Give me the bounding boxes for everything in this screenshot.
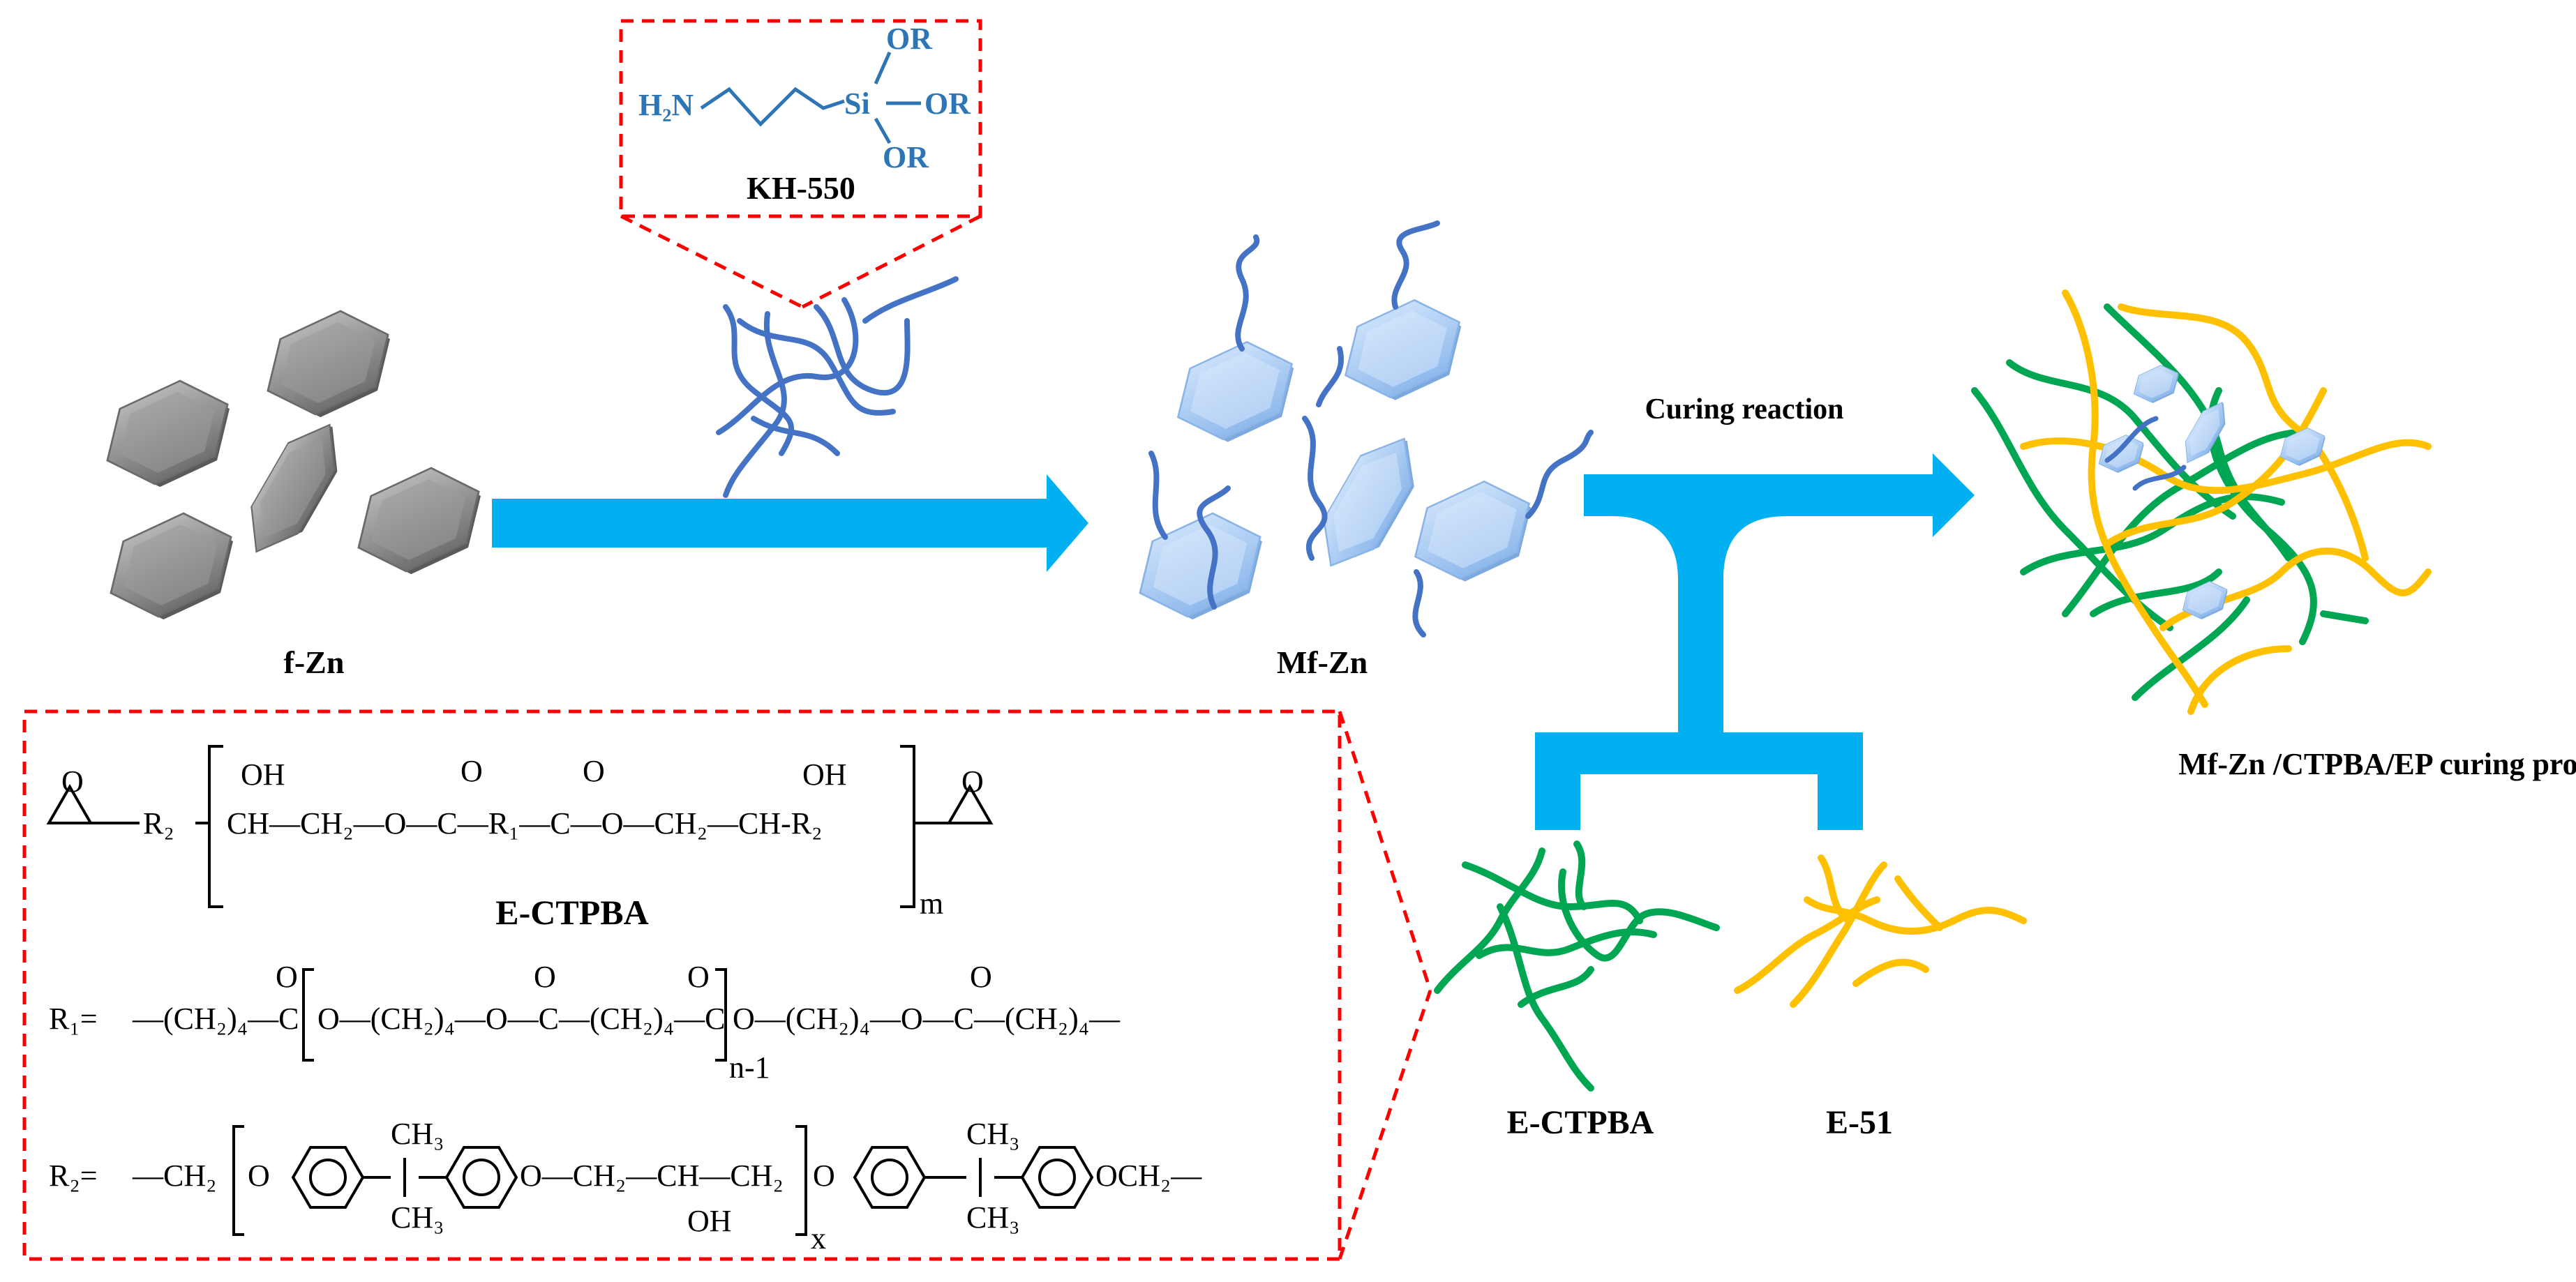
ch3-bottom-2: CH₃: [966, 1200, 1019, 1235]
ectpba-chain: CH—CH₂—O—C—R₁—C—O—CH₂—CH-R₂: [227, 806, 822, 840]
r1-formula: R₁= —(CH₂)₄—C O O—(CH₂)₄—O—C—(CH₂)₄—C O …: [49, 960, 1121, 1085]
epoxide-o-left: O: [61, 764, 84, 799]
r1-chain-c: O—(CH₂)₄—O—C—(CH₂)₄—: [733, 1002, 1121, 1036]
benzene-ring: [444, 1146, 518, 1209]
arrow-curing: [1535, 453, 1975, 830]
zn-flake: [249, 296, 409, 434]
zn-flake: [340, 453, 500, 591]
zn-flake: [92, 498, 252, 636]
ch3-top-2: CH₃: [966, 1117, 1019, 1151]
oh-right: OH: [802, 757, 847, 792]
product-flake: [2127, 359, 2186, 409]
benzene-ring: [853, 1146, 927, 1209]
r1-head: R₁=: [49, 1002, 98, 1036]
ectpba-formula: O R₂ CH—CH₂—O—C—R₁—C—O—CH₂—CH-R₂ OH O O …: [46, 745, 994, 932]
fzn-flakes: [89, 296, 500, 636]
product-flake: [2092, 429, 2151, 479]
e51-chains: [1734, 854, 2027, 1008]
r2-chain-b: O—CH₂—CH—CH₂: [520, 1159, 784, 1193]
structure-box: [22, 709, 1342, 1261]
r1-chain-b: O—(CH₂)₄—O—C—(CH₂)₄—C: [317, 1002, 725, 1036]
r2-oh: OH: [687, 1204, 732, 1238]
kh550-box: [619, 19, 982, 218]
e51-label: E-51: [1826, 1104, 1893, 1141]
r2-chain-a: —CH₂: [132, 1159, 216, 1193]
repeat-x: x: [811, 1221, 826, 1255]
kh550-or-right: OR: [924, 86, 971, 121]
oh-left: OH: [241, 757, 285, 792]
repeat-n-1: n-1: [729, 1050, 770, 1085]
r1-o-4: O: [970, 960, 992, 994]
benzene-ring: [1020, 1146, 1094, 1209]
modified-flake: [1328, 285, 1479, 416]
r1-o-2: O: [534, 960, 556, 994]
r2-formula: R₂= —CH₂ O CH₃ CH₃ O—CH₂—CH—CH₂ OH x O: [49, 1117, 1202, 1255]
kh550-or-top: OR: [886, 22, 933, 56]
r2-left: R₂: [143, 806, 174, 840]
product-label: Mf-Zn /CTPBA/EP curing product: [2178, 747, 2576, 781]
ectpba-chains: [1434, 840, 1720, 1092]
mfzn-grafted-chains: [1148, 220, 1594, 638]
repeat-m: m: [920, 887, 943, 921]
kh550-amine: H₂N: [638, 88, 694, 122]
r2-head: R₂=: [49, 1159, 98, 1193]
kh550-label: KH-550: [747, 170, 855, 206]
r1-o-1: O: [276, 960, 298, 994]
ectpba-label: E-CTPBA: [1507, 1104, 1654, 1141]
product-network: [1971, 289, 2432, 715]
kh550-callout: H₂N Si OR OR OR KH-550: [619, 19, 982, 309]
r2-o-1: O: [248, 1159, 270, 1193]
ectpba-callout: O R₂ CH—CH₂—O—C—R₁—C—O—CH₂—CH-R₂ OH O O …: [22, 709, 1432, 1261]
silane-tangle: [716, 276, 959, 498]
modified-flake: [1304, 423, 1434, 583]
carbonyl-o-1: O: [460, 754, 483, 788]
product-flake: [2273, 422, 2332, 472]
benzene-ring: [291, 1146, 365, 1209]
epoxide-o-right: O: [961, 764, 984, 799]
r2-o-2: O: [813, 1159, 835, 1193]
r2-chain-c: OCH₂—: [1095, 1159, 1202, 1193]
fzn-label: f-Zn: [284, 644, 345, 680]
curing-reaction-label: Curing reaction: [1645, 393, 1843, 425]
ch3-top-1: CH₃: [391, 1117, 444, 1151]
ch3-bottom-1: CH₃: [391, 1200, 444, 1235]
zn-flake: [232, 410, 357, 568]
r1-chain-a: —(CH₂)₄—C: [132, 1002, 299, 1036]
ectpba-structure-label: E-CTPBA: [495, 893, 648, 932]
mfzn-flakes: [1121, 285, 1549, 636]
carbonyl-o-2: O: [583, 754, 605, 788]
r1-o-3: O: [687, 960, 710, 994]
kh550-or-bottom: OR: [883, 140, 929, 174]
modified-flake: [1160, 327, 1312, 458]
zn-flake: [89, 365, 248, 504]
mfzn-label: Mf-Zn: [1277, 644, 1368, 680]
kh550-si: Si: [844, 86, 870, 121]
arrow-modification: [492, 474, 1088, 572]
